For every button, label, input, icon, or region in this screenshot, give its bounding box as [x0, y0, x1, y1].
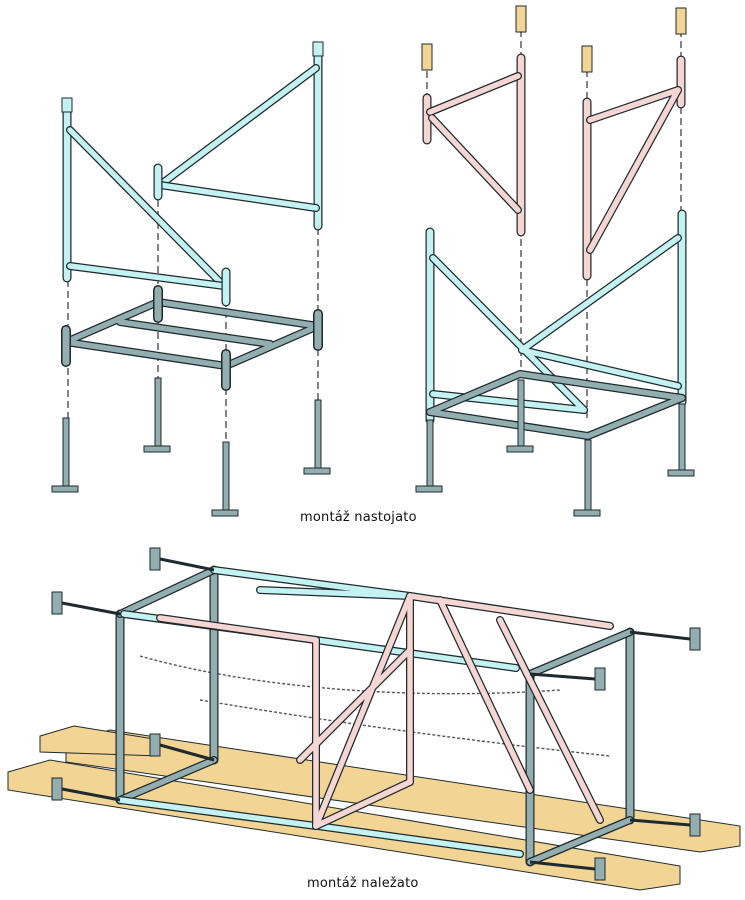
jack-feet-right — [415, 379, 695, 517]
right-upright-assembly — [415, 5, 695, 517]
jack-feet-left — [51, 377, 331, 517]
timber-beams — [7, 725, 741, 891]
cyan-frames-right — [425, 209, 687, 425]
alignment-lines-right — [426, 30, 682, 420]
left-upright-assembly — [51, 41, 331, 517]
cyan-frame-right — [153, 41, 324, 231]
steel-base-frame-right — [426, 370, 686, 440]
cyan-rails-flat — [116, 566, 524, 858]
anchor-rods — [61, 557, 691, 871]
flat-assembly — [7, 547, 741, 891]
chains — [139, 655, 611, 757]
caption-upright-assembly: montáž nastojato — [300, 510, 417, 525]
pink-rails-flat — [156, 592, 614, 830]
cyan-frame-left — [61, 97, 231, 307]
steel-base-frame-left — [61, 285, 323, 391]
caption-flat-assembly: montáž naležato — [307, 876, 419, 891]
pink-frames — [421, 5, 687, 281]
steel-frames-flat — [115, 565, 635, 867]
